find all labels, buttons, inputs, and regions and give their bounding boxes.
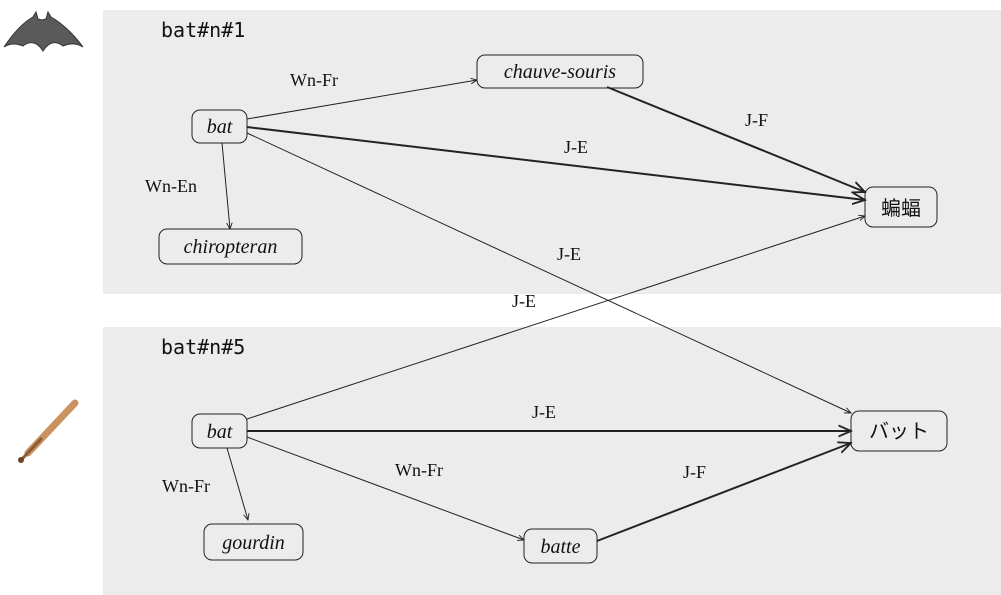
node-chiropteran: chiropteran bbox=[158, 228, 303, 265]
synset-panel-bat-n-5 bbox=[103, 327, 1001, 595]
synset-panel-bat-n-1 bbox=[103, 10, 1001, 294]
edge-chauve-souris-to-koumori bbox=[606, 86, 865, 192]
node-label-batto: バット bbox=[869, 421, 929, 443]
synset-title-top: bat#n#1 bbox=[161, 18, 246, 42]
edge-label-j-f-bottom: J-F bbox=[683, 462, 706, 482]
node-batto: バット bbox=[850, 410, 948, 452]
edge-label-wn-en: Wn-En bbox=[145, 176, 197, 196]
bat-animal-icon bbox=[3, 10, 84, 52]
edge-bat-top-to-chiropteran bbox=[221, 142, 230, 229]
node-label-gourdin: gourdin bbox=[222, 532, 285, 554]
edge-bat-bottom-to-batte bbox=[246, 436, 524, 540]
node-label-chiropteran: chiropteran bbox=[184, 236, 278, 258]
node-label-chauve-souris: chauve-souris bbox=[504, 61, 616, 83]
baseball-bat-icon bbox=[18, 399, 79, 463]
node-bat-bottom: bat bbox=[191, 413, 248, 449]
edge-label-j-e-bat5-koumori-cross: J-E bbox=[512, 291, 536, 311]
synset-title-bottom: bat#n#5 bbox=[161, 335, 246, 359]
node-chauve-souris: chauve-souris bbox=[476, 54, 644, 89]
node-label-bat-top: bat bbox=[207, 116, 233, 138]
edge-batte-to-batto bbox=[596, 443, 851, 542]
edge-label-j-e-bat-koumori: J-E bbox=[564, 137, 588, 157]
node-bat-top: bat bbox=[191, 109, 248, 144]
edge-bat-bottom-to-koumori bbox=[246, 216, 865, 420]
node-batte: batte bbox=[523, 528, 598, 564]
edge-label-j-f-top: J-F bbox=[745, 110, 768, 130]
node-label-bat-bottom: bat bbox=[207, 421, 233, 443]
node-label-koumori: 蝙蝠 bbox=[881, 197, 921, 220]
edge-bat-top-to-batto bbox=[246, 132, 851, 413]
edge-label-j-e-bat5-batto: J-E bbox=[532, 402, 556, 422]
edge-bat-top-to-chauve-souris bbox=[246, 80, 477, 120]
edge-label-wn-fr-top: Wn-Fr bbox=[290, 70, 338, 90]
edge-label-j-e-bat-batto-cross: J-E bbox=[557, 244, 581, 264]
edge-bat-bottom-to-gourdin bbox=[226, 447, 248, 520]
edge-label-wn-fr-gourdin: Wn-Fr bbox=[162, 476, 210, 496]
node-label-batte: batte bbox=[541, 536, 581, 558]
node-gourdin: gourdin bbox=[203, 523, 304, 561]
node-koumori: 蝙蝠 bbox=[864, 186, 938, 228]
edge-bat-top-to-koumori bbox=[246, 126, 865, 200]
edge-label-wn-fr-batte: Wn-Fr bbox=[395, 460, 443, 480]
